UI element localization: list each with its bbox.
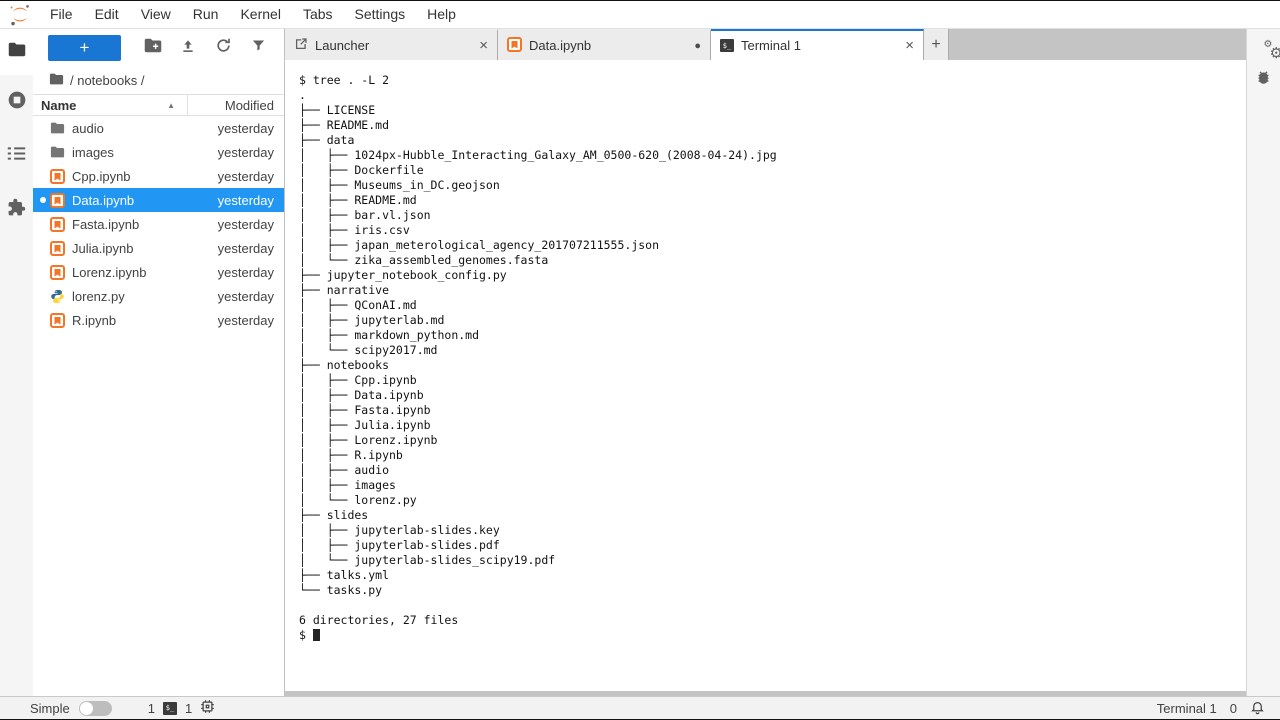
tab-launcher[interactable]: Launcher ×	[285, 29, 498, 60]
breadcrumb[interactable]: / notebooks /	[33, 67, 284, 94]
file-row-cpp-ipynb[interactable]: Cpp.ipynb yesterday	[33, 164, 284, 188]
sidebar-tab-file-browser[interactable]	[0, 29, 33, 75]
tab-terminal-1[interactable]: $_ Terminal 1 ×	[711, 29, 924, 60]
current-widget-label: Terminal 1	[1156, 700, 1217, 716]
refresh-button[interactable]	[211, 36, 235, 60]
running-sessions-status[interactable]: 1 $_ 1	[148, 699, 215, 717]
sidebar-tab-table-of-contents[interactable]	[0, 129, 33, 183]
tab-data-ipynb[interactable]: Data.ipynb ●	[498, 29, 711, 60]
simple-mode-label: Simple	[30, 700, 70, 716]
close-icon[interactable]: ×	[479, 37, 488, 54]
file-list: audio yesterday images yesterday Cpp.ipy…	[33, 116, 284, 696]
file-list-header: Name ▲ Modified	[33, 94, 284, 116]
terminal-text: $ tree . -L 2 . ├── LICENSE ├── README.m…	[299, 73, 777, 642]
file-row-images[interactable]: images yesterday	[33, 140, 284, 164]
tab-bar: Launcher × Data.ipynb ● $_ Terminal 1 × …	[285, 29, 1246, 60]
menu-help[interactable]: Help	[427, 6, 456, 22]
menu-kernel[interactable]: Kernel	[240, 6, 281, 22]
breadcrumb-path[interactable]: / notebooks /	[70, 73, 145, 88]
folder-icon	[49, 144, 66, 160]
new-tab-button[interactable]: +	[924, 29, 949, 60]
unsaved-changes-icon[interactable]: ●	[694, 39, 701, 52]
notebook-icon	[49, 264, 66, 280]
upload-button[interactable]	[176, 36, 200, 60]
status-bar: Simple 1 $_ 1 Terminal 1 0	[0, 696, 1280, 719]
bell-icon[interactable]	[1250, 699, 1265, 718]
terminal-icon: $_	[720, 39, 734, 52]
bug-icon	[1255, 71, 1272, 90]
sort-ascending-icon: ▲	[167, 100, 175, 110]
file-row-data-ipynb[interactable]: Data.ipynb yesterday	[33, 188, 284, 212]
sidebar-tab-running-sessions[interactable]	[0, 75, 33, 129]
menu-run[interactable]: Run	[192, 6, 219, 22]
close-icon[interactable]: ×	[905, 37, 914, 54]
terminal-cursor	[312, 629, 320, 641]
new-launcher-button[interactable]: +	[48, 35, 121, 61]
menu-settings[interactable]: Settings	[354, 6, 406, 22]
terminal-output[interactable]: $ tree . -L 2 . ├── LICENSE ├── README.m…	[285, 60, 1246, 643]
terminal-panel[interactable]: $ tree . -L 2 . ├── LICENSE ├── README.m…	[285, 60, 1246, 691]
filter-button[interactable]	[246, 36, 270, 60]
terminals-count: 1	[147, 700, 155, 716]
notebook-icon	[49, 240, 66, 256]
notebook-icon	[507, 36, 522, 55]
launcher-icon	[294, 37, 308, 54]
left-sidebar	[0, 29, 33, 696]
notebook-icon	[49, 216, 66, 232]
menu-edit[interactable]: Edit	[94, 6, 119, 22]
home-folder-icon[interactable]	[49, 73, 64, 88]
name-column-label: Name	[41, 97, 77, 113]
file-browser-panel: +	[33, 29, 285, 696]
column-header-modified[interactable]: Modified	[187, 95, 284, 115]
folder-icon	[49, 120, 66, 136]
dock-panel: Launcher × Data.ipynb ● $_ Terminal 1 × …	[285, 29, 1246, 696]
right-sidebar: ⚙⚙	[1246, 29, 1280, 696]
menu-file[interactable]: File	[50, 6, 73, 22]
jupyter-logo-icon	[8, 3, 32, 27]
new-folder-icon	[144, 38, 162, 58]
notebook-icon	[49, 312, 66, 328]
file-row-audio[interactable]: audio yesterday	[33, 116, 284, 140]
file-browser-toolbar: +	[33, 29, 284, 67]
simple-mode-toggle[interactable]	[78, 700, 112, 716]
file-row-lorenz-py[interactable]: lorenz.py yesterday	[33, 284, 284, 308]
notebook-icon	[49, 168, 66, 184]
puzzle-icon	[7, 198, 26, 222]
file-row-lorenz-ipynb[interactable]: Lorenz.ipynb yesterday	[33, 260, 284, 284]
notifications-count: 0	[1229, 700, 1237, 716]
upload-icon	[180, 38, 196, 59]
kernels-count: 1	[184, 700, 193, 716]
terminal-icon: $_	[162, 701, 177, 715]
kernel-chip-icon	[200, 699, 215, 717]
list-icon	[7, 146, 26, 166]
stop-circle-icon	[7, 90, 27, 115]
filter-icon	[251, 38, 266, 58]
menu-view[interactable]: View	[140, 6, 171, 22]
refresh-icon	[215, 37, 232, 59]
file-row-fasta-ipynb[interactable]: Fasta.ipynb yesterday	[33, 212, 284, 236]
python-file-icon	[49, 288, 66, 304]
column-header-name[interactable]: Name ▲	[33, 95, 187, 115]
sidebar-tab-extensions[interactable]	[0, 183, 33, 237]
kernel-running-dot	[33, 197, 47, 203]
sidebar-tab-debugger[interactable]	[1255, 69, 1272, 91]
file-row-julia-ipynb[interactable]: Julia.ipynb yesterday	[33, 236, 284, 260]
notebook-icon	[49, 192, 66, 208]
new-folder-button[interactable]	[141, 36, 165, 60]
menu-tabs[interactable]: Tabs	[302, 6, 333, 22]
folder-icon	[8, 42, 26, 62]
menu-bar: File Edit View Run Kernel Tabs Settings …	[0, 1, 1280, 29]
file-row-r-ipynb[interactable]: R.ipynb yesterday	[33, 308, 284, 332]
